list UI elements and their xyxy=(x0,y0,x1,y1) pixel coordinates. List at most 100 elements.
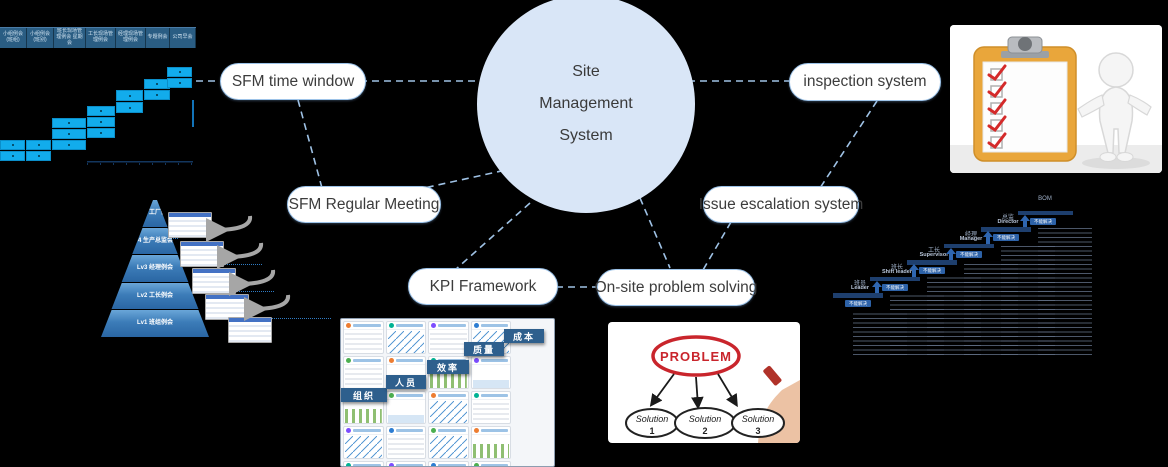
mini-chart-icon xyxy=(388,393,394,398)
dashboard-mini-chart xyxy=(385,321,427,354)
mini-chart-icon xyxy=(388,358,394,363)
mini-chart-header xyxy=(472,462,511,466)
ladder-level-en: Supervisor xyxy=(919,252,949,258)
meeting-table-header-cell: 班长现场管理例会 星期会 xyxy=(54,28,86,48)
gray-curved-arrow xyxy=(243,294,291,322)
thumb-titlebar xyxy=(193,269,235,273)
checkbox xyxy=(990,68,1003,81)
dashboard-mini-chart xyxy=(470,426,512,459)
ladder-level-en: Shift leader xyxy=(882,268,912,275)
thumb-titlebar xyxy=(181,242,223,246)
stair-y-axis xyxy=(192,100,194,127)
mini-chart-body xyxy=(472,366,510,388)
ladder-level-zh: 经理 xyxy=(964,231,977,238)
figure-right-arm xyxy=(1127,94,1152,116)
thumb-body xyxy=(229,322,271,342)
stair-box xyxy=(167,78,192,88)
dashboard-mini-chart xyxy=(343,461,384,466)
center-node-site-management-system: Site Management System xyxy=(477,0,695,213)
mini-chart-body xyxy=(387,401,425,423)
mini-chart-body xyxy=(430,401,467,423)
gray-curved-arrow xyxy=(216,242,264,270)
mini-chart-title xyxy=(395,324,424,327)
ladder-level-en: Leader xyxy=(850,285,870,291)
mini-chart-icon xyxy=(473,463,479,466)
problem-arrow xyxy=(649,373,675,407)
dashed-connector xyxy=(639,197,671,269)
dashboard-mini-chart xyxy=(428,426,469,459)
mini-chart-icon xyxy=(473,358,479,363)
pyramid-level: Lv2 工长例会 xyxy=(111,283,199,309)
clip-knob xyxy=(1018,37,1032,51)
dashed-connector xyxy=(819,100,878,189)
meeting-schedule-table: 小组例会(班组)小组例会(班别)班长现场管理例会 星期会工长现场管理例会经理现场… xyxy=(0,27,196,48)
problem-ellipse xyxy=(651,335,741,377)
mini-chart-body xyxy=(345,401,382,423)
stair-box xyxy=(116,90,143,101)
stair-box xyxy=(0,140,25,150)
thumb-titlebar xyxy=(169,213,211,217)
stair-x-axis xyxy=(87,161,193,165)
red-marker xyxy=(763,365,782,386)
mini-chart-title xyxy=(438,324,466,327)
ladder-level-zh: 工长 xyxy=(927,248,940,254)
meeting-screenshot-thumb xyxy=(168,212,212,238)
kpi-dashboard-thumbnail xyxy=(340,318,555,467)
node-kpi-framework: KPI Framework xyxy=(408,268,558,305)
dashboard-mini-chart xyxy=(343,356,384,389)
stair-box xyxy=(26,140,51,150)
stair-box xyxy=(52,129,86,139)
red-check-mark xyxy=(987,64,1007,82)
mini-chart-icon xyxy=(346,428,351,433)
center-line-2: Management xyxy=(539,95,633,112)
mini-chart-icon xyxy=(473,393,479,398)
ladder-step-bar xyxy=(907,260,957,265)
thumb-body xyxy=(193,273,235,293)
node-inspection-system: inspection system xyxy=(789,63,941,101)
mini-chart-header xyxy=(386,357,426,365)
mini-chart-header xyxy=(387,462,426,466)
ladder-escalate-tag: 不能解决 xyxy=(956,250,982,258)
mini-chart-header xyxy=(344,427,383,435)
thumb-body xyxy=(206,299,248,319)
ladder-up-arrow xyxy=(946,247,956,260)
figure-body xyxy=(1098,86,1134,154)
mini-chart-body xyxy=(472,436,510,458)
node-sfm-regular-meeting: SFM Regular Meeting xyxy=(287,186,441,223)
figure-left-foot xyxy=(1099,152,1117,162)
mini-chart-title xyxy=(395,359,424,362)
ladder-up-arrow xyxy=(909,264,919,277)
ladder-step-bar xyxy=(1018,210,1073,215)
stair-box xyxy=(116,102,143,113)
mini-chart-header xyxy=(471,392,511,400)
ladder-level-en: Director xyxy=(997,219,1019,225)
mini-chart-icon xyxy=(346,358,351,363)
dashboard-mini-chart xyxy=(343,426,384,459)
mini-chart-body xyxy=(345,436,382,458)
stair-box xyxy=(26,151,51,161)
mini-chart-title xyxy=(480,429,509,432)
mini-chart-icon xyxy=(473,428,479,433)
mini-chart-title xyxy=(395,464,424,466)
mini-chart-title xyxy=(395,394,424,397)
ladder-bullet-text xyxy=(1038,227,1092,355)
ladder-escalate-tag: 不能解决 xyxy=(1030,217,1056,225)
meeting-table-header-cell: 经理现场管理例会 xyxy=(116,28,146,48)
stair-box xyxy=(87,128,115,138)
stair-box xyxy=(144,90,170,100)
mini-chart-header xyxy=(429,462,468,466)
mini-chart-icon xyxy=(346,463,351,466)
dashboard-mini-chart xyxy=(343,321,384,354)
dashboard-banner: 成本 xyxy=(504,329,544,343)
mini-chart-header xyxy=(386,322,426,330)
node-onsite-problem-solving: On-site problem solving xyxy=(595,269,757,306)
problem-arrow xyxy=(691,376,704,410)
mini-chart-icon xyxy=(388,323,394,328)
mini-chart-icon xyxy=(431,463,437,466)
solution-label: Solution xyxy=(636,414,669,424)
checkbox xyxy=(990,102,1003,115)
